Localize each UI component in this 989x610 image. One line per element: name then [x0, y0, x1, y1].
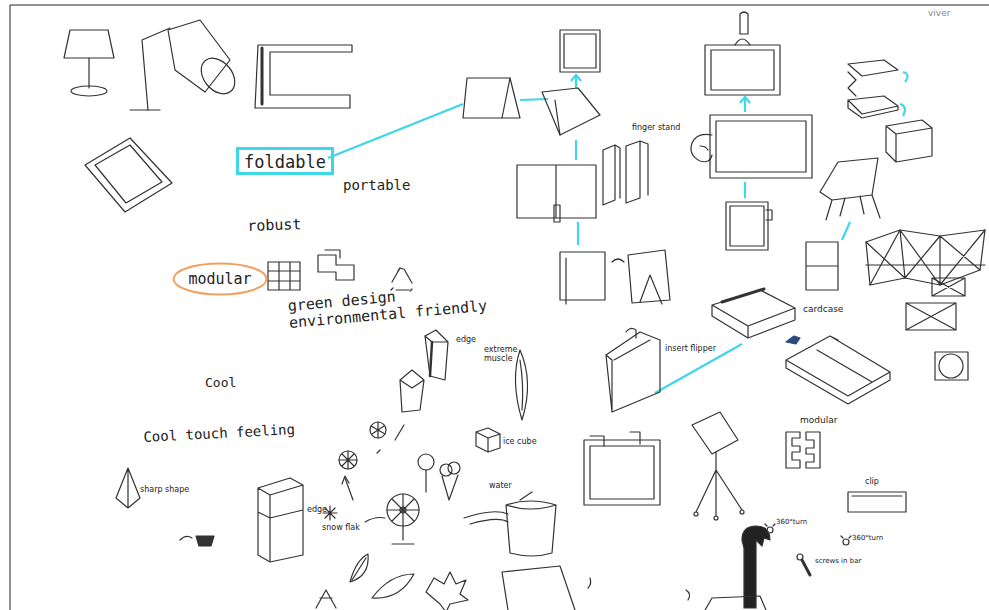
sketch-annotation: cardcase — [803, 305, 843, 315]
sketch-annotation: snow flak — [322, 524, 360, 533]
sketch-annotation: 360°turn — [776, 519, 807, 527]
keyword-box: foldable — [236, 147, 334, 175]
keyword-note: Cool — [205, 376, 236, 390]
sketch-annotation: extreme muscle — [484, 346, 524, 364]
idea-sketches — [64, 12, 985, 610]
sketch-annotation: water — [489, 482, 512, 491]
sketch-annotation: ice cube — [503, 438, 537, 447]
keyword-note: robust — [247, 216, 302, 234]
page-frame — [10, 5, 989, 610]
sketch-annotation: edge — [307, 506, 327, 515]
keyword-text: foldable — [244, 152, 326, 172]
sketch-annotation: sharp shape — [140, 486, 189, 495]
sketch-annotation: insert flipper — [665, 345, 716, 354]
sketch-annotation: finger stand — [632, 124, 680, 133]
keyword-ellipse: modular — [172, 262, 268, 296]
keyword-note: Cool touch feeling — [143, 422, 295, 445]
sketch-annotation: viver — [928, 9, 950, 19]
sketch-annotation: modular — [800, 416, 837, 426]
cyan-connector-lines — [328, 72, 908, 393]
sketch-annotation: screws in bar — [815, 558, 861, 566]
keyword-note: portable — [343, 178, 410, 193]
keyword-note: green design environmental friendly — [287, 280, 494, 331]
sketch-annotation: 360°turn — [852, 535, 883, 543]
sketch-annotation: edge — [456, 336, 476, 345]
keyword-text: modular — [188, 270, 251, 288]
sketch-annotation: clip — [865, 478, 879, 487]
